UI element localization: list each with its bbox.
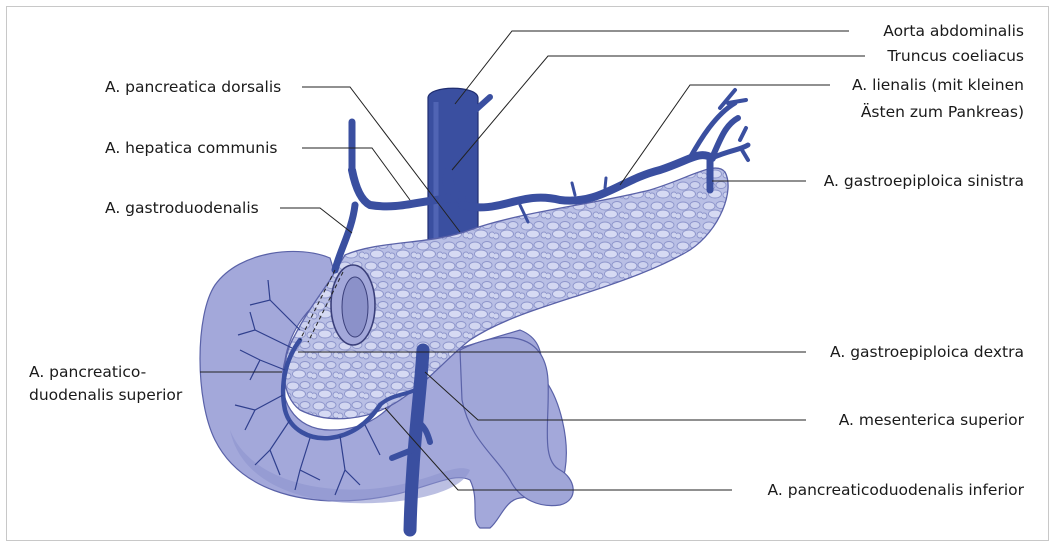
label-a-lienalis-line1: A. lienalis (mit kleinen [852,75,1024,95]
label-a-mesenterica-superior: A. mesenterica superior [839,410,1024,430]
label-truncus-coeliacus: Truncus coeliacus [887,46,1024,66]
label-a-gastroepiploica-dextra: A. gastroepiploica dextra [830,342,1024,362]
label-a-pancreatica-dorsalis: A. pancreatica dorsalis [105,77,281,97]
label-a-pancreaticoduodenalis-superior-line2: duodenalis superior [29,385,182,405]
label-a-pancreaticoduodenalis-inferior: A. pancreaticoduodenalis inferior [768,480,1024,500]
label-aorta-abdominalis: Aorta abdominalis [883,21,1024,41]
label-a-lienalis-line2: Ästen zum Pankreas) [861,102,1024,122]
label-a-gastroduodenalis: A. gastroduodenalis [105,198,259,218]
label-a-pancreaticoduodenalis-superior-line1: A. pancreatico- [29,362,146,382]
label-a-hepatica-communis: A. hepatica communis [105,138,277,158]
label-a-gastroepiploica-sinistra: A. gastroepiploica sinistra [824,171,1024,191]
